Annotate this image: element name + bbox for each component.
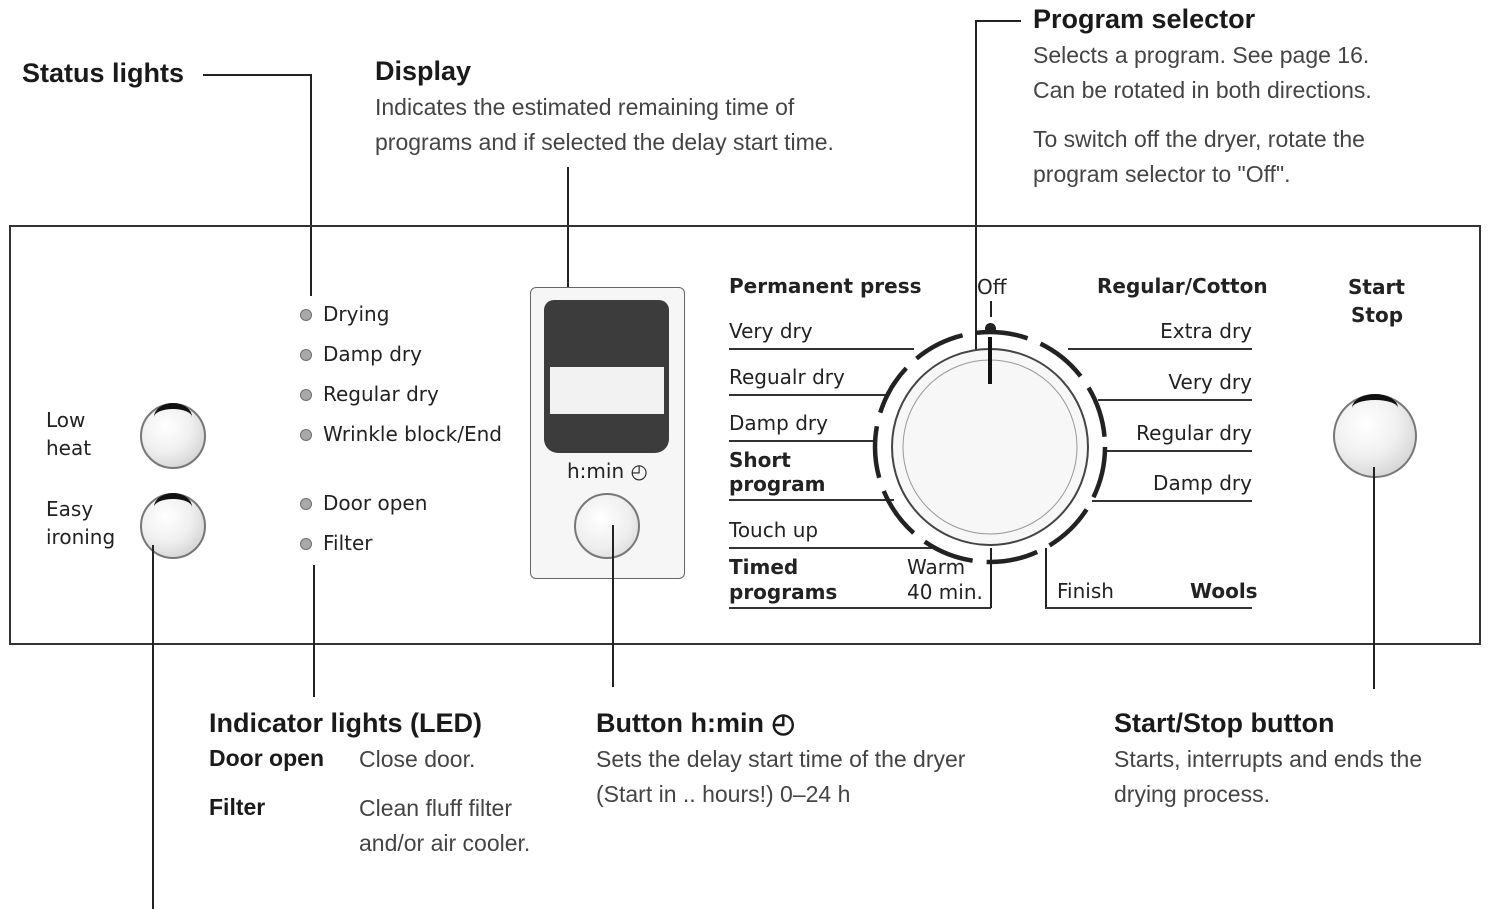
pp-damp-dry[interactable]: Damp dry — [729, 411, 828, 435]
indicator-light-icon — [300, 498, 312, 510]
start-stop-desc-2: drying process. — [1114, 781, 1270, 807]
hmin-button[interactable] — [574, 493, 640, 559]
low-heat-label-1: Low — [46, 408, 86, 432]
status-light-icon — [300, 389, 312, 401]
start-stop-desc-1: Starts, interrupts and ends the — [1114, 746, 1423, 772]
easy-ironing-label-2: ironing — [46, 525, 116, 549]
off-tick — [990, 301, 992, 317]
status-lights-title: Status lights — [22, 58, 185, 88]
pp-very-dry[interactable]: Very dry — [729, 319, 813, 343]
status-lights-leader-v — [310, 74, 312, 296]
pp-regular-dry-line — [729, 394, 887, 396]
indicator-light-filter: Filter — [323, 531, 373, 555]
pp-very-dry-line — [729, 348, 914, 350]
start-label: Start — [1348, 275, 1405, 299]
start-stop-notch-icon — [1352, 394, 1398, 408]
indicator-light-icon — [300, 538, 312, 550]
status-light-icon — [300, 349, 312, 361]
door-open-term: Door open — [209, 745, 324, 771]
start-stop-button[interactable] — [1333, 394, 1417, 478]
short-program-1[interactable]: Short — [729, 448, 791, 472]
status-light-damp-dry: Damp dry — [323, 342, 422, 366]
easy-ironing-label-1: Easy — [46, 497, 94, 521]
wools-bracket — [1045, 548, 1047, 608]
warm-2[interactable]: 40 min. — [907, 580, 983, 604]
control-panel — [9, 225, 1481, 645]
status-light-icon — [300, 429, 312, 441]
program-selector-desc-1: Selects a program. See page 16. — [1033, 42, 1370, 68]
off-label: Off — [977, 275, 1007, 299]
display-title: Display — [375, 56, 472, 86]
timed-bracket — [990, 548, 992, 608]
touch-up-line — [729, 547, 937, 549]
display-leader — [567, 167, 569, 382]
pp-damp-dry-line — [729, 440, 877, 442]
low-heat-label-2: heat — [46, 436, 92, 460]
start-stop-title: Start/Stop button — [1114, 708, 1335, 738]
pp-regular-dry[interactable]: Regualr dry — [729, 365, 845, 389]
button-hmin-title: Button h:min ◴ — [596, 708, 796, 738]
indicator-light-door-open: Door open — [323, 491, 428, 515]
hmin-leader — [612, 525, 614, 687]
door-open-desc: Close door. — [359, 746, 476, 772]
low-heat-button[interactable] — [140, 403, 206, 469]
rc-regular-dry-line — [1105, 450, 1252, 452]
program-selector-title: Program selector — [1033, 4, 1256, 34]
program-selector-desc-4: program selector to "Off". — [1033, 161, 1291, 187]
rc-extra-dry-line — [1068, 348, 1252, 350]
status-light-icon — [300, 309, 312, 321]
rc-very-dry-line — [1098, 399, 1252, 401]
timed-programs-2[interactable]: programs — [729, 580, 838, 604]
low-heat-notch-icon — [154, 403, 192, 417]
status-light-regular-dry: Regular dry — [323, 382, 439, 406]
dial-outer-ring — [872, 329, 1108, 565]
filter-desc-1: Clean fluff filter — [359, 795, 512, 821]
indicator-lights-leader — [313, 565, 315, 697]
button-hmin-desc-2: (Start in .. hours!) 0–24 h — [596, 781, 851, 807]
short-program-line — [729, 499, 894, 501]
display-screen — [550, 367, 664, 414]
rc-extra-dry[interactable]: Extra dry — [1160, 319, 1252, 343]
finish[interactable]: Finish — [1057, 579, 1114, 603]
status-light-drying: Drying — [323, 302, 390, 326]
easy-ironing-leader — [152, 545, 154, 909]
off-dot-icon — [985, 323, 996, 334]
rc-regular-dry[interactable]: Regular dry — [1136, 421, 1252, 445]
filter-desc-2: and/or air cooler. — [359, 830, 531, 856]
timed-programs-1[interactable]: Timed — [729, 555, 799, 579]
permanent-press-heading: Permanent press — [729, 274, 922, 298]
rc-damp-dry[interactable]: Damp dry — [1153, 471, 1252, 495]
program-selector-dial[interactable] — [870, 327, 1110, 567]
wools-line — [1045, 607, 1252, 609]
filter-term: Filter — [209, 794, 266, 820]
status-lights-leader-h — [203, 74, 311, 76]
indicator-lights-title: Indicator lights (LED) — [209, 708, 482, 738]
regular-cotton-heading: Regular/Cotton — [1097, 274, 1268, 298]
start-stop-leader — [1373, 467, 1375, 689]
wools[interactable]: Wools — [1190, 579, 1258, 603]
stop-label: Stop — [1351, 303, 1404, 327]
short-program-2[interactable]: program — [729, 472, 826, 496]
touch-up[interactable]: Touch up — [729, 518, 819, 542]
display-desc-2: programs and if selected the delay start… — [375, 129, 834, 155]
easy-ironing-button[interactable] — [140, 493, 206, 559]
rc-damp-dry-line — [1092, 500, 1252, 502]
program-selector-leader-v — [975, 20, 977, 388]
program-selector-desc-3: To switch off the dryer, rotate the — [1033, 126, 1365, 152]
program-selector-desc-2: Can be rotated in both directions. — [1033, 77, 1372, 103]
timed-programs-line — [729, 607, 991, 609]
rc-very-dry[interactable]: Very dry — [1168, 370, 1252, 394]
program-selector-leader-h — [975, 20, 1021, 22]
status-light-wrinkle-block: Wrinkle block/End — [323, 422, 502, 446]
button-hmin-desc-1: Sets the delay start time of the dryer — [596, 746, 966, 772]
hmin-label: h:min ◴ — [567, 459, 648, 483]
display-desc-1: Indicates the estimated remaining time o… — [375, 94, 795, 120]
easy-ironing-notch-icon — [154, 493, 192, 507]
